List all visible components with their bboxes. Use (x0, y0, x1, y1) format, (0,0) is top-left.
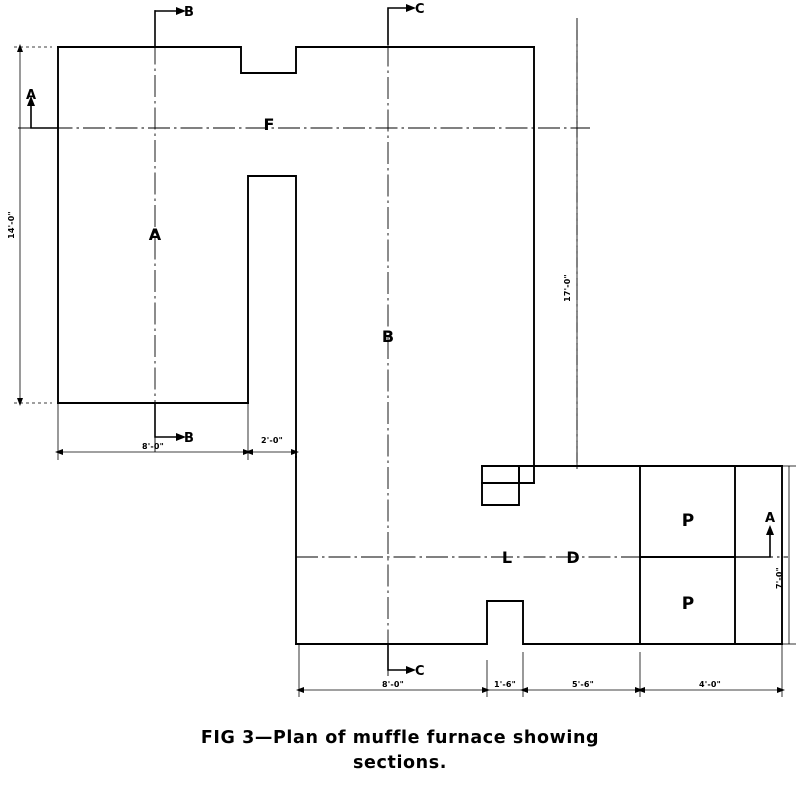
centerline-label-b: B (382, 327, 394, 346)
centerlines (18, 10, 788, 676)
dim-bottom-run-c: 5'-6" (572, 680, 594, 689)
plan-label-l: L (502, 548, 512, 567)
section-label-b-mid: B (184, 431, 194, 446)
plan-label-p-upper: P (682, 511, 694, 531)
leader-section-a-left (30, 104, 58, 129)
dim-bottom-run-d: 4'-0" (699, 680, 721, 689)
section-markers (27, 4, 774, 674)
dim-upper-run-a: 8'-0" (142, 442, 164, 451)
section-label-c-bottom: C (415, 664, 425, 679)
section-label-c-top: C (415, 2, 425, 17)
section-label-b-top: B (184, 5, 194, 20)
arrow-upper-right (291, 449, 299, 455)
dim-upper-run-b: 2'-0" (261, 436, 283, 445)
dim-right-vertical: 7'-0" (775, 567, 784, 589)
centerline-label-a: A (149, 225, 162, 244)
section-label-a-right: A (765, 511, 775, 526)
caption-line-1: FIG 3—Plan of muffle furnace showing (200, 728, 600, 748)
arrow-upper-mid2 (245, 449, 253, 455)
arrow-section-a-right (766, 525, 774, 535)
leader-section-c-top (387, 7, 408, 45)
dim-left-vertical: 14'-0" (7, 211, 16, 239)
leader-section-b-mid (154, 403, 178, 438)
plan-label-f: F (264, 115, 275, 134)
arrow-bottom-0 (296, 687, 304, 693)
dim-bottom-run-a: 8'-0" (382, 680, 404, 689)
arrow-section-c-bottom (406, 666, 416, 674)
arrow-bottom-5 (777, 687, 785, 693)
leader-section-b-top (154, 10, 178, 47)
furnace-step-detail (481, 465, 520, 506)
plan-label-d: D (566, 548, 579, 567)
arrow-upper-left (55, 449, 63, 455)
dim-bottom-run-b: 1'-6" (494, 680, 516, 689)
arrow-left-top (17, 44, 23, 52)
furnace-outline (57, 46, 783, 645)
caption-line-2: sections. (353, 753, 447, 774)
dimension-lines (14, 30, 796, 697)
arrow-bottom-4 (637, 687, 645, 693)
arrow-bottom-1 (482, 687, 490, 693)
leader-section-a-right (735, 533, 771, 558)
arrow-section-a-left (27, 96, 35, 106)
dim-mid-vertical: 17'-0" (563, 274, 572, 302)
plan-label-p-lower: P (682, 594, 694, 614)
section-label-a-left: A (26, 88, 36, 103)
arrow-section-b-mid (176, 433, 186, 441)
arrow-section-c-top (406, 4, 416, 12)
figure-caption: FIG 3—Plan of muffle furnace showing sec… (0, 726, 800, 777)
arrow-left-bottom (17, 398, 23, 406)
arrow-section-b-top (176, 7, 186, 15)
leader-section-c-bottom (387, 644, 408, 671)
arrow-bottom-2 (520, 687, 528, 693)
